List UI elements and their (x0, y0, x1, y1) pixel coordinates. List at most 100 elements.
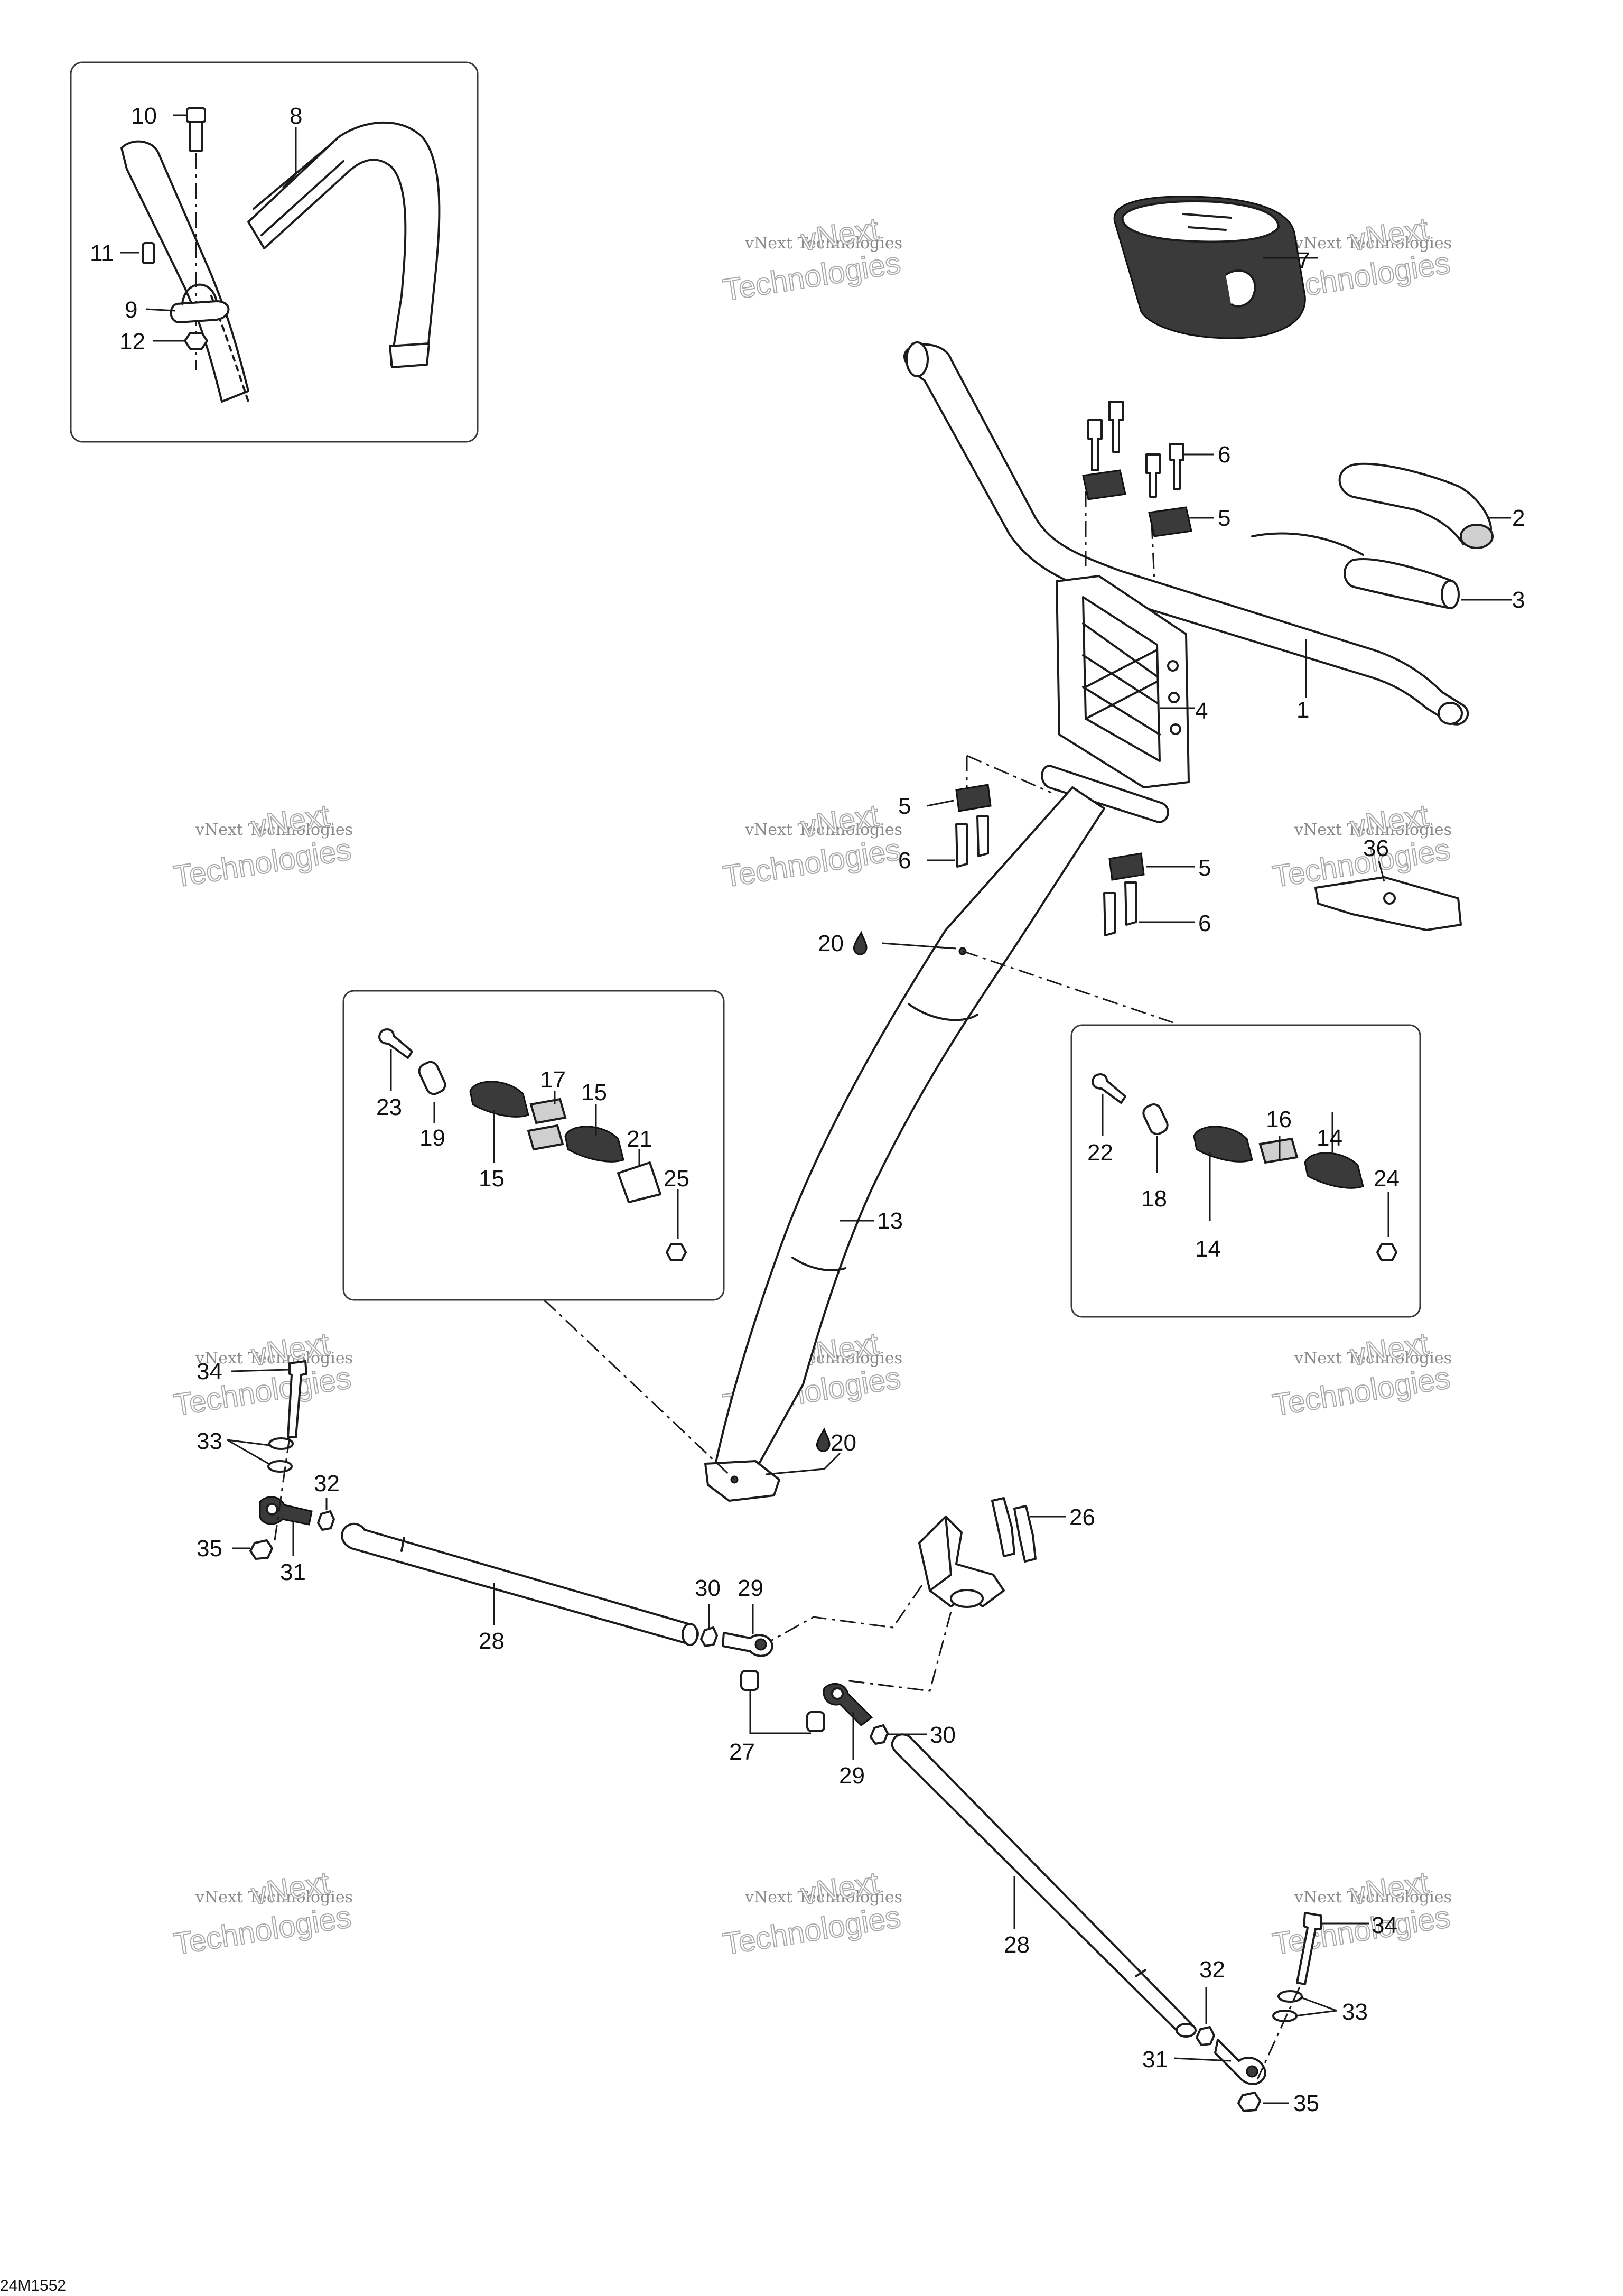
callout-15b: 15 (581, 1080, 607, 1105)
jam-nut-part (1196, 2026, 1215, 2046)
axis-line (966, 755, 1052, 814)
bushing-half-part (1304, 1152, 1364, 1189)
axis-line (1085, 491, 1155, 582)
bolt-part (287, 1360, 307, 1438)
leader-line (749, 1691, 811, 1734)
nut-part (1237, 2092, 1261, 2112)
handlebar-part (903, 343, 1469, 726)
handlebar-assembly: 1 (903, 341, 1469, 726)
lower-clamp-hardware: 5 6 5 6 (898, 755, 1211, 936)
plate-part (617, 1161, 661, 1203)
callout-11: 11 (90, 240, 114, 266)
tie-rod-part (891, 1733, 1195, 2038)
callout-1: 1 (1296, 697, 1309, 723)
callout-3: 3 (1512, 587, 1525, 613)
callout-21: 21 (627, 1126, 652, 1152)
callout-15a: 15 (479, 1166, 505, 1192)
guard-end-part (389, 342, 430, 368)
leader-line (282, 127, 297, 189)
bushings: 27 (729, 1670, 825, 1765)
steering-arm-assembly: 26 (766, 1497, 1095, 1692)
pad-cutout (1225, 269, 1256, 308)
nut-part (184, 332, 208, 350)
watermark-small: vNext Technologies (744, 1888, 902, 1907)
callout-16: 16 (1266, 1107, 1292, 1132)
callout-14a: 14 (1195, 1236, 1221, 1262)
callout-7: 7 (1297, 248, 1310, 274)
axis-line (274, 1437, 291, 1541)
spacer-part (529, 1098, 567, 1124)
bolt-part (1124, 881, 1137, 926)
nut-part (1376, 1243, 1397, 1261)
watermark: Technologies vNext Technologies vNext (720, 1865, 903, 1962)
callout-28a: 28 (479, 1628, 505, 1654)
steering-column-assembly: 13 20 20 (543, 765, 1173, 1502)
leader-line (882, 942, 957, 950)
callout-33a: 33 (197, 1428, 222, 1454)
guard-strap-part (253, 142, 344, 236)
callout-33b: 33 (1342, 1999, 1368, 2025)
callout-5a: 5 (1218, 505, 1230, 531)
callout-9: 9 (125, 297, 137, 323)
watermark-small: vNext Technologies (744, 234, 902, 253)
axis-line (845, 1611, 952, 1692)
bolt-part (1103, 892, 1116, 936)
bolt-part (186, 107, 206, 123)
bolt-part (976, 815, 989, 857)
watermark-small: vNext Technologies (195, 821, 353, 839)
ball-joint-eye (831, 1687, 844, 1700)
washer-part (1277, 1990, 1303, 2003)
clamp-cap-part (1148, 506, 1192, 537)
callout-20b: 20 (831, 1430, 856, 1456)
bolt-part (1296, 1912, 1322, 1985)
grip-end (1460, 524, 1494, 549)
leader-line (766, 1452, 841, 1475)
spacer-part (527, 1124, 564, 1151)
callout-25: 25 (664, 1166, 689, 1192)
steering-column-part (712, 786, 1105, 1481)
callout-17: 17 (540, 1067, 566, 1093)
shim-plate: 36 (1314, 835, 1462, 931)
jam-nut-part (700, 1626, 718, 1647)
watermark-small: vNext Technologies (1294, 234, 1452, 253)
callout-35b: 35 (1293, 2090, 1319, 2116)
guard-tube-part (247, 121, 441, 366)
grip-end (1441, 580, 1460, 609)
callout-12: 12 (119, 329, 145, 355)
riser-hole (1167, 660, 1179, 672)
nut-part (666, 1243, 687, 1261)
callout-26: 26 (1069, 1504, 1095, 1530)
callout-28b: 28 (1004, 1932, 1030, 1958)
handlebar-pad-top (1121, 200, 1280, 243)
clamp-base-part (955, 784, 992, 812)
callout-13: 13 (877, 1208, 903, 1234)
callout-27: 27 (729, 1739, 755, 1765)
callout-18: 18 (1141, 1186, 1167, 1212)
axis-line (1256, 1986, 1301, 2080)
callout-34b: 34 (1372, 1912, 1397, 1938)
watermark-small: vNext Technologies (1294, 1888, 1452, 1907)
ball-joint-eye (754, 1638, 767, 1651)
pin-part (142, 242, 155, 264)
washer-part (268, 1437, 294, 1450)
callout-22: 22 (1087, 1140, 1113, 1166)
callout-5c: 5 (1198, 855, 1211, 881)
leader-line (145, 308, 176, 312)
callout-19: 19 (419, 1125, 445, 1151)
inset-column-support-left: 23 19 15 17 15 21 25 (342, 990, 725, 1301)
sleeve-part (418, 1061, 446, 1095)
column-top-tube (1041, 765, 1169, 823)
callout-6a: 6 (1218, 442, 1230, 468)
inset-handlebar-guard: 10 8 11 9 12 (70, 61, 479, 443)
tie-rod-right: 28 30 29 34 33 32 31 35 (823, 1683, 1397, 2116)
bushing-part (740, 1670, 759, 1691)
handlebar-end (1438, 702, 1463, 725)
watermark: Technologies vNext Technologies vNext (171, 797, 354, 895)
bolt-part (991, 1497, 1015, 1557)
leader-line (227, 1439, 271, 1466)
spacer-part (1258, 1137, 1299, 1164)
callout-31b: 31 (1142, 2047, 1168, 2072)
inset-frame (1070, 1024, 1421, 1318)
steering-arm-flange (950, 1589, 984, 1608)
